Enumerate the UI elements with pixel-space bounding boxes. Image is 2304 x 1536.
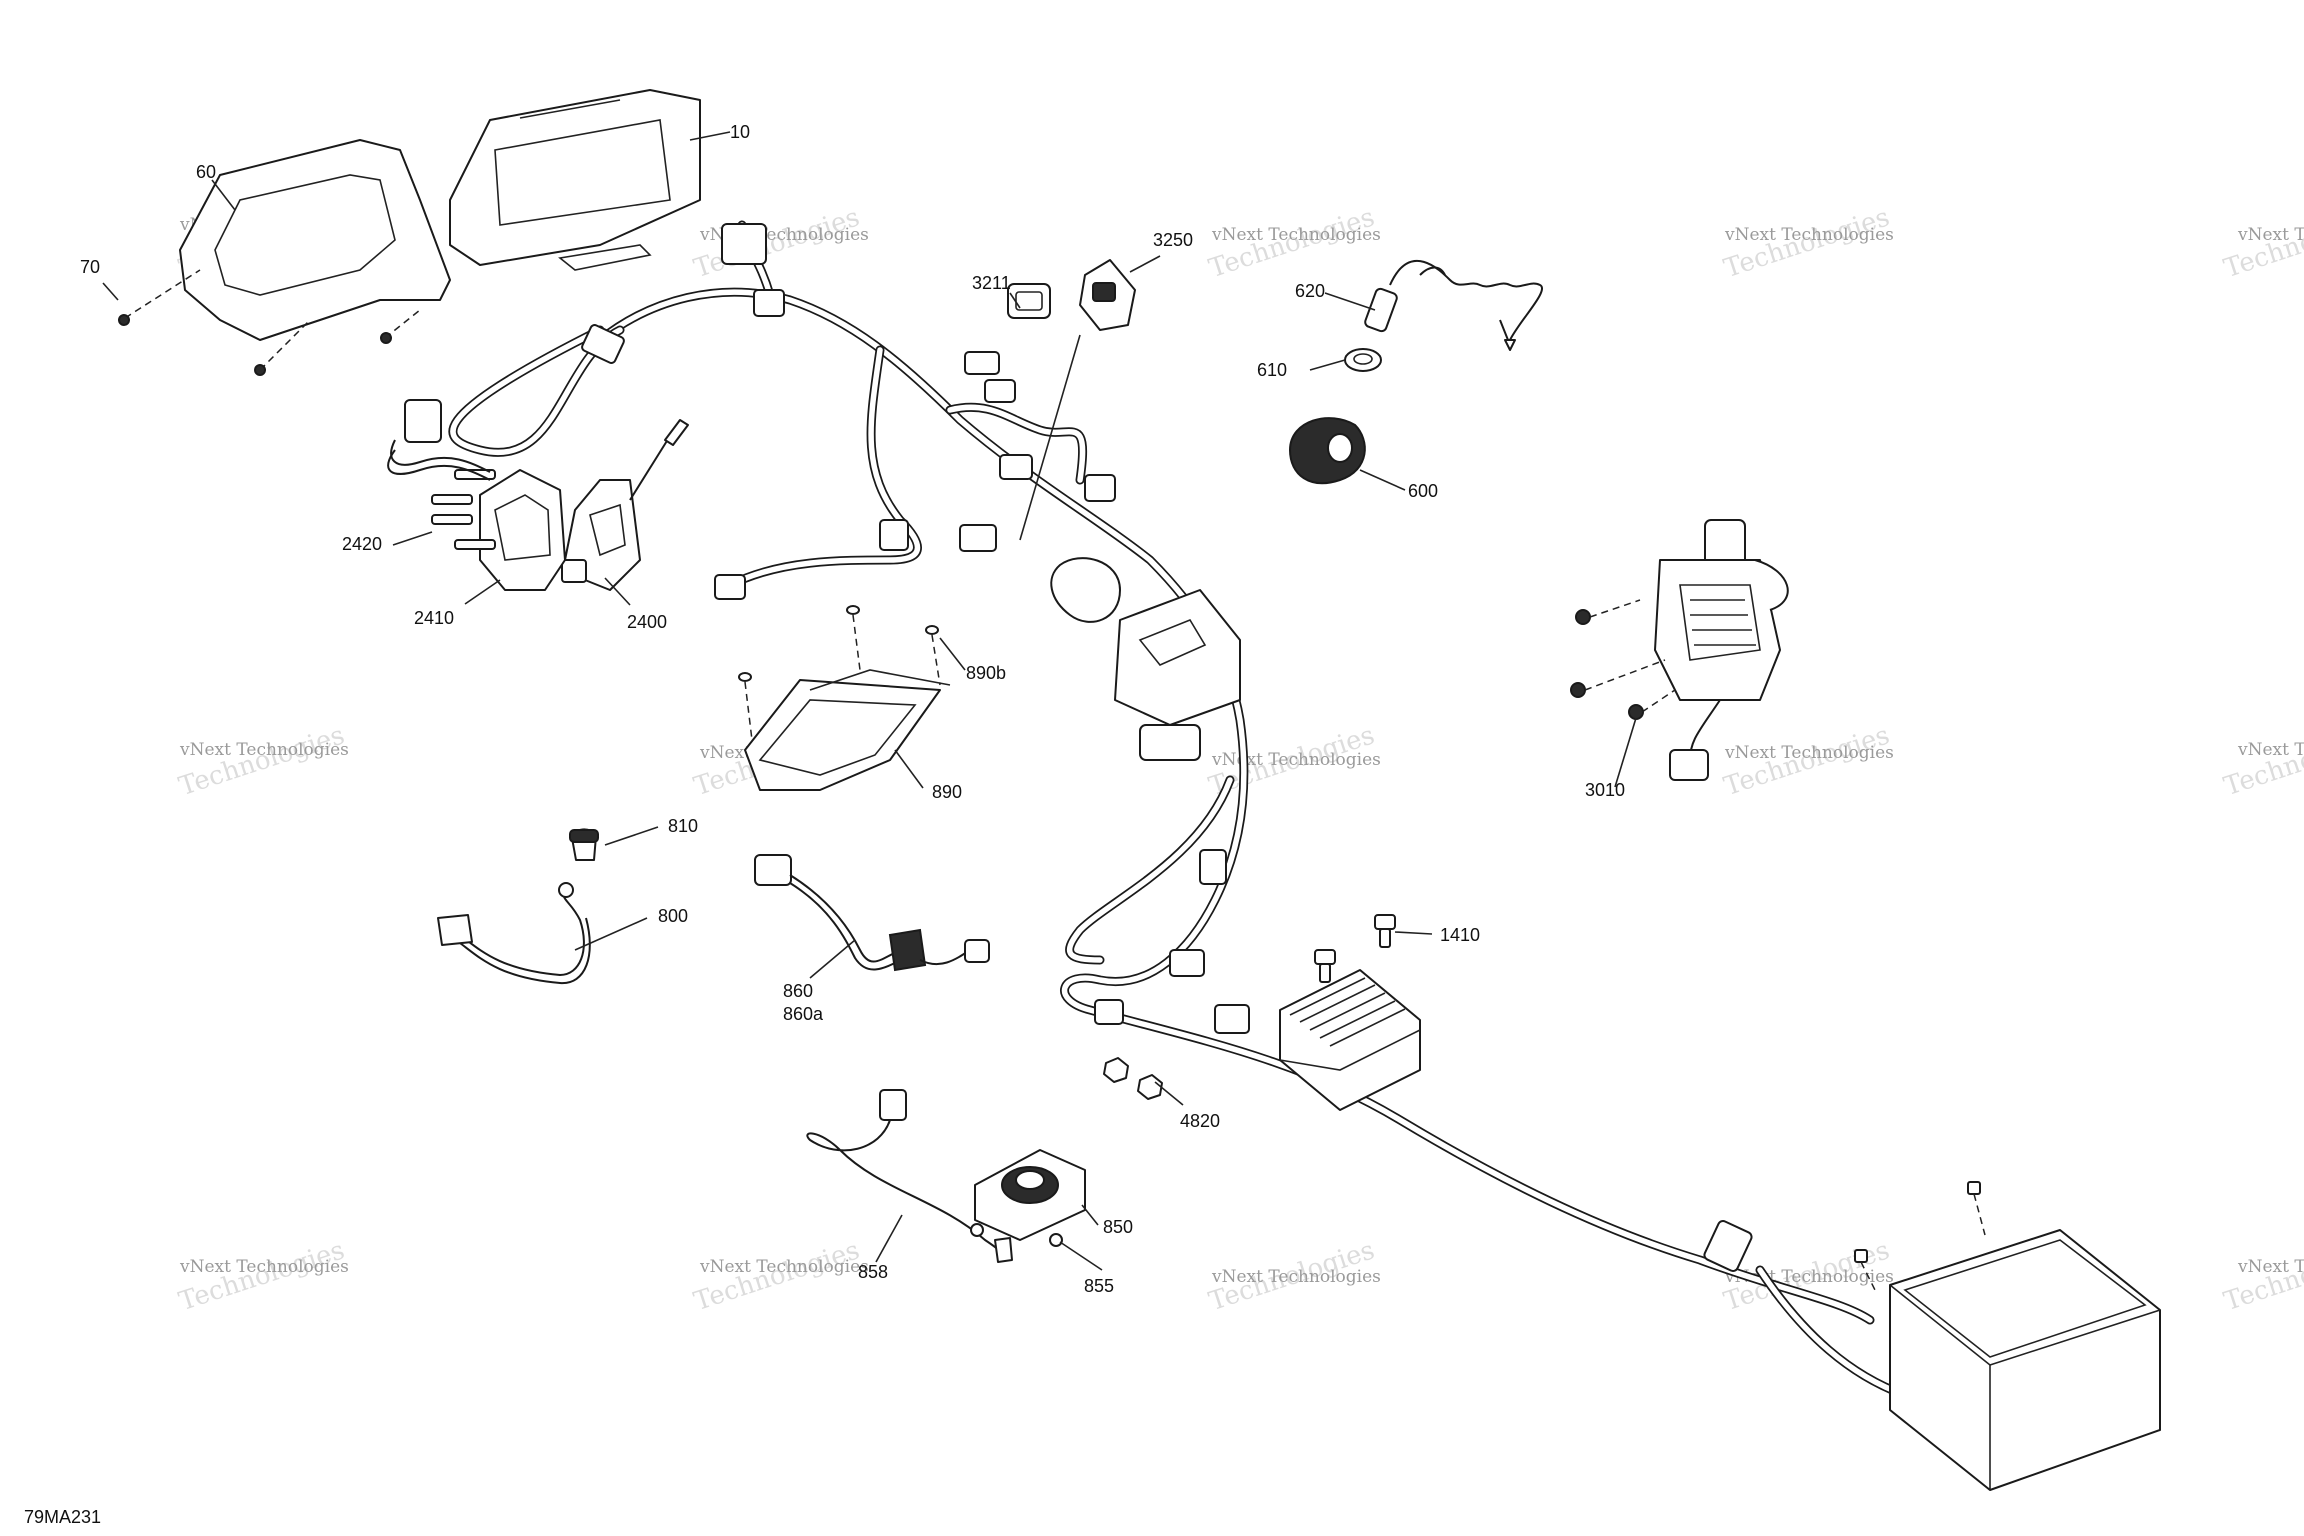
callout-610: 610 [1257,360,1287,380]
svg-text:Technologies: Technologies [2220,720,2304,802]
callout-890b: 890b [966,663,1006,683]
callout-70: 70 [80,257,100,277]
nuts-4820 [1103,1057,1163,1100]
svg-text:Technologies: Technologies [175,720,348,802]
callout-10: 10 [730,122,750,142]
callout-2400: 2400 [627,612,667,632]
harness-858 [806,1089,1013,1263]
instrument-cluster-10 [449,89,701,271]
callout-858: 858 [858,1262,888,1282]
callout-855: 855 [1084,1276,1114,1296]
callout-620: 620 [1295,281,1325,301]
leader-lines [102,131,1637,1271]
harness-860 [754,854,990,972]
callout-3211: 3211 [972,273,1011,293]
svg-text:vNext Technologies: vNext Technologies [1724,743,1894,763]
callout-2410: 2410 [414,608,454,628]
switch-harness [387,399,491,481]
knob-module-850 [974,1149,1086,1241]
voltage-regulator [1279,969,1421,1111]
callout-600: 600 [1408,481,1438,501]
callout-labels: 10 60 70 3211 3250 620 610 600 2420 2410… [80,122,1625,1296]
main-wire-harness [448,220,1925,1405]
svg-text:vNext Technologies: vNext Technologies [2237,1257,2304,1277]
screws-2420 [431,469,496,550]
callout-2420: 2420 [342,534,382,554]
actuator-3010 [1570,519,1789,781]
svg-text:vNext Technologies: vNext Technologies [1211,225,1381,245]
callout-890: 890 [932,782,962,802]
svg-text:vNext Technologies: vNext Technologies [179,1257,349,1277]
drawing-id: 79MA231 [24,1507,101,1527]
svg-text:vNext Technologies: vNext Technologies [179,740,349,760]
sensor-810 [569,828,599,861]
callout-850: 850 [1103,1217,1133,1237]
battery [1854,1181,2161,1491]
callout-4820: 4820 [1180,1111,1220,1131]
key-switch-600 [1288,417,1366,485]
harness-800 [437,882,591,985]
switch-3211 [1007,283,1051,319]
handlebar-switch-2400 [561,419,689,591]
handlebar-switch-2410 [479,469,566,591]
callout-860: 860 [783,981,813,1001]
bezel-60 [118,139,451,376]
callout-60: 60 [196,162,216,182]
svg-text:vNext Technologies: vNext Technologies [1211,750,1381,770]
svg-text:vNext Technologies: vNext Technologies [699,1257,869,1277]
tether-cord-620 [1364,260,1543,351]
nut-610 [1344,348,1382,372]
svg-text:vNext Technologies: vNext Technologies [1211,1267,1381,1287]
callout-860a: 860a [783,1004,824,1024]
callout-800: 800 [658,906,688,926]
fasteners-890b [738,605,941,741]
switch-3250 [1019,259,1136,541]
fasteners-855 [970,1223,1063,1247]
svg-text:vNext Technologies: vNext Technologies [1724,225,1894,245]
screws-1410 [1314,914,1396,983]
harness-connectors [581,223,1753,1272]
callout-1410: 1410 [1440,925,1480,945]
bracket-890 [744,669,951,791]
svg-text:vNext Technologies: vNext Technologies [2237,225,2304,245]
callout-810: 810 [668,816,698,836]
callout-3010: 3010 [1585,780,1625,800]
svg-text:vNext Technologies: vNext Technologies [2237,740,2304,760]
callout-3250: 3250 [1153,230,1193,250]
